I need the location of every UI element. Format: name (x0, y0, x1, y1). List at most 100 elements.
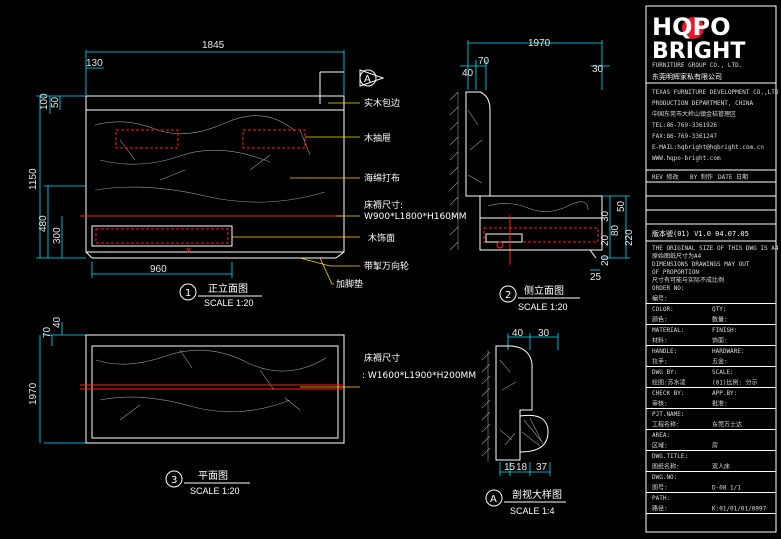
field-label: PJT.NAME: (652, 411, 685, 418)
title-fields: ORDER NO:编号:COLOR:QTY:颜色:数量:MATERIAL:FIN… (646, 285, 776, 514)
dim-lower-height: 480 (38, 215, 49, 232)
side-elevation-view: 1970 40 70 30 30 50 80 20 220 20 (449, 38, 635, 312)
plan-callout-dims: : W1600*L1900*H200MM (362, 371, 476, 381)
logo-dot-icon (682, 17, 704, 39)
field-value: D-08 1/1 (712, 485, 741, 492)
note-line: 尺寸有可能与实际不成比例 (652, 276, 724, 284)
dim-plan-70: 70 (42, 326, 53, 338)
revision-header-cell: BY 制作 (690, 173, 713, 181)
dim-side-r50: 50 (616, 200, 627, 212)
brand-line2: BRIGHT (652, 39, 745, 64)
company-info-line: TEXAS FURNITURE DEVELOPMENT CO.,LTD (652, 89, 779, 96)
field-value: (01)比例: 分示 (712, 379, 758, 387)
field-value: 双人床 (712, 463, 730, 471)
side-headboard (465, 91, 491, 197)
callout-sponge-fabric: 海绵打布 (364, 172, 400, 184)
note-line: DIMENSIONS DRAWINGS MAY OUT (652, 261, 750, 268)
dim-detail-18: 18 (516, 462, 528, 473)
dim-side-width: 130 (86, 58, 103, 69)
note-line: OF PROPORTION (652, 269, 699, 276)
callout-mattress-dims: W900*L1800*H160MM (364, 212, 466, 222)
callout-foot-pad: 加脚垫 (336, 278, 363, 290)
side-view-scale: SCALE 1:20 (518, 302, 568, 312)
company-info: TEXAS FURNITURE DEVELOPMENT CO.,LTDPRODU… (652, 89, 779, 162)
dim-side-40: 40 (462, 68, 474, 79)
detail-view-marker: A (490, 494, 497, 505)
front-elevation-view: 1845 130 x 1150 100 50 480 300 (28, 40, 466, 308)
callout-caster: 带掣万向轮 (364, 260, 409, 272)
callout-solid-wood-edge: 实木包边 (364, 97, 400, 109)
side-view-number: 2 (505, 290, 511, 301)
field-value: HARDWARE: (712, 348, 745, 355)
field-label: COLOR: (652, 306, 674, 313)
detail-view-title: 剖视大样图 (512, 488, 562, 501)
dim-side-r220: 220 (624, 229, 635, 246)
callout-mattress-size: 床褥尺寸: (364, 199, 403, 211)
field-label: ORDER NO: (652, 285, 685, 292)
dim-lower-h2: 300 (52, 227, 63, 244)
field-label: 区域: (652, 442, 668, 450)
field-label: 编号: (652, 295, 668, 303)
field-label: AREA: (652, 432, 670, 439)
plan-view-number: 3 (171, 475, 177, 486)
company-info-line: 中国东莞市大岭山镇金桔管理区 (652, 110, 736, 118)
dim-side-r30: 30 (600, 210, 611, 222)
dim-detail-37: 37 (536, 462, 548, 473)
front-view-number: 1 (185, 288, 191, 299)
svg-text:x: x (186, 246, 192, 256)
field-value: QTY: (712, 306, 726, 313)
field-label: MATERIAL: (652, 327, 685, 334)
field-value: SCALE: (712, 369, 734, 376)
revision-header-cell: REV 修改 (652, 173, 678, 181)
brand-line1: HQPO (652, 13, 730, 41)
revision-header: REV 修改 BY 制作 DATE 日期 (652, 173, 748, 181)
detail-headboard-section (495, 345, 533, 461)
field-label: 拉手: (652, 358, 668, 366)
dim-side-30: 30 (592, 64, 604, 75)
dim-top-h1: 100 (39, 93, 50, 110)
dim-side-r20b: 20 (600, 254, 611, 266)
field-value: APP.BY: (712, 390, 737, 397)
field-value: 数量: (712, 316, 728, 324)
dim-overall-width: 1845 (202, 40, 225, 51)
company-info-line: E-MAIL:hqbright@hqbright.com.cn (652, 144, 764, 151)
plan-view-title: 平面图 (198, 470, 228, 482)
field-label: 路径: (652, 505, 668, 513)
dim-top-h2: 50 (50, 96, 61, 108)
plan-view-scale: SCALE 1:20 (190, 486, 240, 496)
note-line: THE ORIGINAL SIZE OF THIS DWG IS A4 (652, 245, 779, 252)
field-label: 图纸名称: (652, 463, 680, 471)
field-value: 房 (712, 442, 718, 450)
dim-overall-depth: 1970 (528, 38, 551, 49)
field-value: 批准: (712, 400, 728, 408)
brand-group-cn: 东莞明辉家私有限公司 (652, 72, 722, 81)
field-value: K:01/01/01/0997 (712, 506, 767, 513)
field-label: HANDLE: (652, 348, 677, 355)
plan-view: 1970 70 40 床褥尺寸 : W1600*L1900*H200MM 3 平… (28, 316, 476, 496)
dim-side-r80: 80 (610, 224, 621, 236)
front-view-title: 正立面图 (208, 282, 248, 295)
field-value: 五金: (712, 358, 728, 366)
revision-header-cell: DATE 日期 (718, 173, 748, 181)
dim-plan-depth: 1970 (28, 382, 39, 405)
version-line: 版本號(01) V1.0 04.07.05 (652, 229, 749, 238)
field-label: 材料: (652, 337, 668, 345)
detail-a-view: 40 30 15 18 37 A 剖视大样图 SCALE 1:4 (481, 328, 566, 516)
field-value: 饰面: (712, 337, 728, 345)
field-label: 工程名称: (652, 421, 680, 429)
side-mattress (479, 195, 603, 219)
dim-side-25: 25 (590, 272, 602, 283)
field-value: 东莞万士达 (712, 421, 742, 429)
field-label: 绘图:苏水凌 (652, 379, 686, 387)
field-label: 图号: (652, 485, 668, 492)
detail-view-scale: SCALE 1:4 (510, 506, 555, 516)
note-line: 原始图纸尺寸为A4 (652, 252, 702, 260)
company-info-line: TEL:86-769-3361926 (652, 122, 717, 129)
dim-base-width: 960 (150, 264, 167, 275)
dim-side-r20: 20 (600, 234, 611, 246)
dim-detail-40: 40 (512, 328, 524, 339)
drawer-front (91, 225, 233, 247)
dim-detail-15: 15 (504, 462, 516, 473)
